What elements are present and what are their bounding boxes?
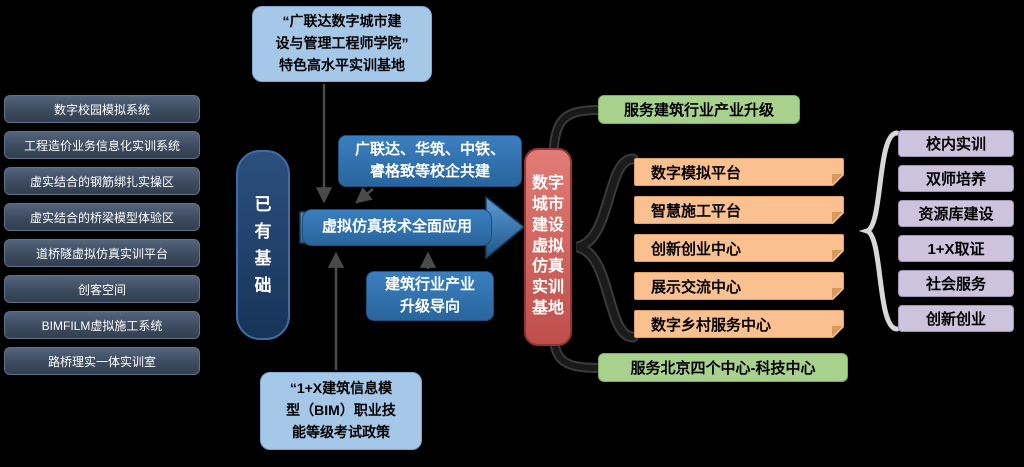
left-system-item: 工程造价业务信息化实训系统 <box>4 131 200 159</box>
function-item: 资源库建设 <box>898 200 1014 227</box>
foundation-label: 已有基础 <box>254 194 272 296</box>
left-system-item: 虚实结合的桥梁模型体验区 <box>4 203 200 231</box>
platform-item: 展示交流中心 <box>634 272 844 300</box>
center-base-box: 数字城市建设虚拟仿真实训基地 <box>524 148 572 346</box>
service-beijing-box: 服务北京四个中心-科技中心 <box>598 353 848 382</box>
function-item: 1+X取证 <box>898 235 1014 262</box>
top-note: “广联达数字城市建 设与管理工程师学院” 特色高水平实训基地 <box>252 6 432 82</box>
function-item: 社会服务 <box>898 270 1014 297</box>
function-item: 创新创业 <box>898 305 1014 332</box>
function-item: 校内实训 <box>898 130 1014 157</box>
left-system-item: 创客空间 <box>4 275 200 303</box>
brace-platforms-core <box>575 155 637 341</box>
left-system-item: BIMFILM虚拟施工系统 <box>4 311 200 339</box>
function-item: 双师培养 <box>898 165 1014 192</box>
brace-functions <box>858 130 900 332</box>
application-box: 虚拟仿真技术全面应用 <box>302 209 492 246</box>
policy-note: “1+X建筑信息模 型（BIM）职业技 能等级考试政策 <box>260 372 422 450</box>
platform-item: 数字模拟平台 <box>634 158 844 186</box>
foundation-box: 已有基础 <box>236 150 290 340</box>
platform-item: 智慧施工平台 <box>634 196 844 224</box>
center-base-label: 数字城市建设虚拟仿真实训基地 <box>531 175 564 317</box>
arrow-partners <box>355 186 374 204</box>
left-system-item: 虚实结合的钢筋绑扎实操区 <box>4 167 200 195</box>
platform-item: 数字乡村服务中心 <box>634 310 844 338</box>
orientation-box: 建筑行业产业 升级导向 <box>366 271 494 321</box>
left-system-item: 数字校园模拟系统 <box>4 95 200 123</box>
left-system-item: 路桥理实一体实训室 <box>4 347 200 375</box>
left-system-item: 道桥隧虚拟仿真实训平台 <box>4 239 200 267</box>
partners-box: 广联达、华筑、中铁、 睿格致等校企共建 <box>338 135 522 187</box>
platform-item: 创新创业中心 <box>634 234 844 262</box>
service-industry-box: 服务建筑行业产业升级 <box>598 95 800 124</box>
